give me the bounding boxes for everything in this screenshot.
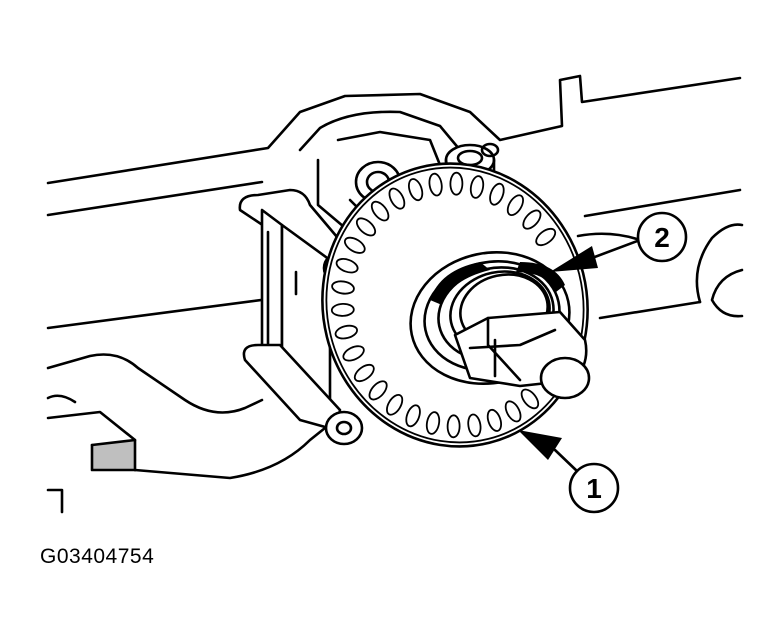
reluctor-slot (489, 182, 505, 206)
reluctor-slots (330, 171, 557, 439)
housing-rails (46, 74, 744, 330)
reluctor-slot (334, 324, 358, 340)
reluctor-slot (388, 187, 406, 210)
lower-bracket (46, 353, 337, 514)
callout-2: 2 (550, 211, 688, 272)
callout-2-label: 2 (654, 222, 670, 253)
reluctor-slot (535, 227, 557, 247)
reluctor-slot (386, 393, 404, 416)
reluctor-slot (469, 175, 485, 199)
reluctor-slot (370, 200, 390, 222)
reluctor-slot (407, 178, 424, 202)
reluctor-slot (425, 411, 441, 435)
reluctor-slot (520, 388, 540, 410)
reluctor-slot (342, 345, 365, 362)
reluctor-slot (506, 194, 524, 217)
reluctor-slot (405, 404, 421, 428)
reluctor-slot (353, 363, 375, 383)
reluctor-slot (504, 400, 522, 423)
reluctor-slot (343, 236, 366, 254)
callout-1-label: 1 (586, 473, 602, 504)
reluctor-slot (449, 171, 464, 196)
reluctor-slot (428, 172, 443, 197)
reluctor-slot (331, 280, 355, 295)
reluctor-slot (335, 258, 359, 274)
reluctor-slot (446, 414, 461, 439)
figure-id: G03404754 (40, 545, 155, 568)
reluctor-slot (368, 380, 388, 401)
reluctor-slot (330, 302, 355, 317)
callout-1: 1 (518, 430, 620, 514)
reluctor-slot (355, 217, 377, 237)
reluctor-slot (467, 413, 482, 438)
crankshaft-hub (409, 250, 591, 400)
reluctor-slot (522, 209, 542, 230)
reluctor-slot (486, 408, 503, 432)
